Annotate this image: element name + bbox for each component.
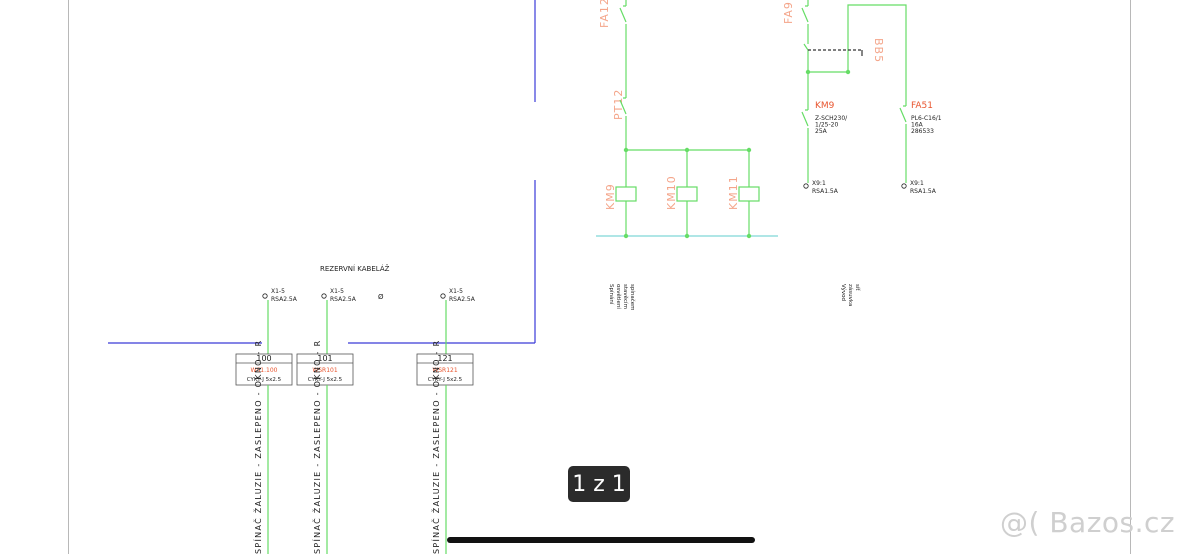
vertical-note-line: stavěcím	[622, 284, 629, 309]
bazos-watermark: @( Bazos.cz	[1000, 506, 1176, 539]
terminal-symbol	[440, 293, 446, 299]
cable-box-spec: CYKY-J 5x2.5	[308, 377, 343, 383]
page-indicator: 1 z 1	[568, 466, 630, 502]
sheet-right-edge	[1130, 0, 1131, 554]
terminal-cable: RSA2.5A	[330, 296, 357, 303]
label-bb5: BB5	[872, 38, 885, 63]
cable-box-id: WSR101	[312, 367, 338, 374]
coil-top-dot	[623, 147, 629, 153]
km9-cable: RSA1.5A	[812, 188, 839, 195]
label-coil-km10: KM10	[665, 175, 678, 210]
terminal-cable: RSA2.5A	[271, 296, 298, 303]
diameter-symbol: Ø	[378, 293, 384, 301]
label-fa12: FA12	[598, 0, 611, 28]
switch-fa12	[619, 0, 627, 30]
km9-spec-line: Z-SCH230/	[815, 115, 848, 122]
fa51-spec-line: 286533	[911, 128, 934, 135]
sheet-left-edge	[68, 0, 69, 554]
switch-fa51	[899, 100, 907, 130]
label-fa9: FA9	[782, 1, 795, 24]
fa51-spec-line: 16A	[911, 122, 924, 129]
bb5-dot-right	[845, 69, 851, 75]
coil-bottom-dot	[684, 233, 690, 239]
terminal-symbol	[262, 293, 268, 299]
label-coil-km9: KM9	[604, 183, 617, 210]
cable-route-label: SPÍNAČ ŽALUZIE - ZASLEPENO - OKNO - R	[252, 340, 263, 554]
cable-box-number: 121	[437, 354, 452, 363]
switch-fa9	[801, 0, 809, 30]
coil-symbol	[738, 186, 760, 202]
coil-bottom-dot	[746, 233, 752, 239]
vertical-note-line: zásuvka	[847, 284, 854, 306]
fa51-cable: RSA1.5A	[910, 188, 937, 195]
km9-spec-line: 25A	[815, 128, 828, 135]
label-km9: KM9	[815, 101, 835, 111]
cable-box	[296, 353, 354, 386]
coil-symbol	[676, 186, 698, 202]
km9-terminal-symbol	[803, 183, 809, 189]
cable-route-label: SPÍNAČ ŽALUZIE - ZASLEPENO - OKNO - R	[311, 340, 322, 554]
coil-symbol	[615, 186, 637, 202]
vertical-note-line: spínačem	[629, 284, 636, 311]
cable-box-number: 101	[317, 354, 332, 363]
fa51-spec-line: PL6-C16/1	[911, 115, 942, 122]
km9-terminal: X9:1	[812, 180, 826, 187]
terminal-name: X1-5	[449, 288, 463, 295]
cable-box	[416, 353, 474, 386]
vertical-note-line: Vývod	[840, 284, 847, 301]
wire-bb5-loop	[803, 4, 907, 100]
cable-box	[235, 353, 293, 386]
fa51-terminal: X9:1	[910, 180, 924, 187]
switch-km9	[801, 104, 809, 134]
cable-route-label: SPÍNAČ ŽALUZIE - ZASLEPENO - OKNO - R	[430, 340, 441, 554]
cable-box-id: WSR121	[432, 367, 458, 374]
coil-top-dot	[684, 147, 690, 153]
terminal-name: X1-5	[330, 288, 344, 295]
terminal-cable: RSA2.5A	[449, 296, 476, 303]
label-coil-km11: KM11	[727, 175, 740, 210]
coil-bottom-dot	[623, 233, 629, 239]
vertical-note-line: síť	[854, 284, 861, 291]
cable-box-number: 100	[256, 354, 271, 363]
terminal-symbol	[321, 293, 327, 299]
vertical-note-line: Spínání	[608, 284, 615, 305]
home-indicator-bar[interactable]	[447, 537, 755, 543]
km9-spec-line: 1/25-20	[815, 122, 838, 129]
switch-pt12	[619, 92, 627, 122]
coil-top-dot	[746, 147, 752, 153]
vertical-note-line: osvětlení	[615, 284, 622, 309]
cable-box-id: WS1.100	[251, 367, 278, 374]
cable-box-spec: CYKY-J 5x2.5	[247, 377, 282, 383]
label-pt12: PT12	[612, 89, 625, 120]
label-reserve-cabling: REZERVNÍ KABELÁŽ	[320, 264, 390, 273]
fa51-terminal-symbol	[901, 183, 907, 189]
terminal-name: X1-5	[271, 288, 285, 295]
cable-box-spec: CYKY-J 5x2.5	[428, 377, 463, 383]
label-fa51: FA51	[911, 101, 933, 111]
